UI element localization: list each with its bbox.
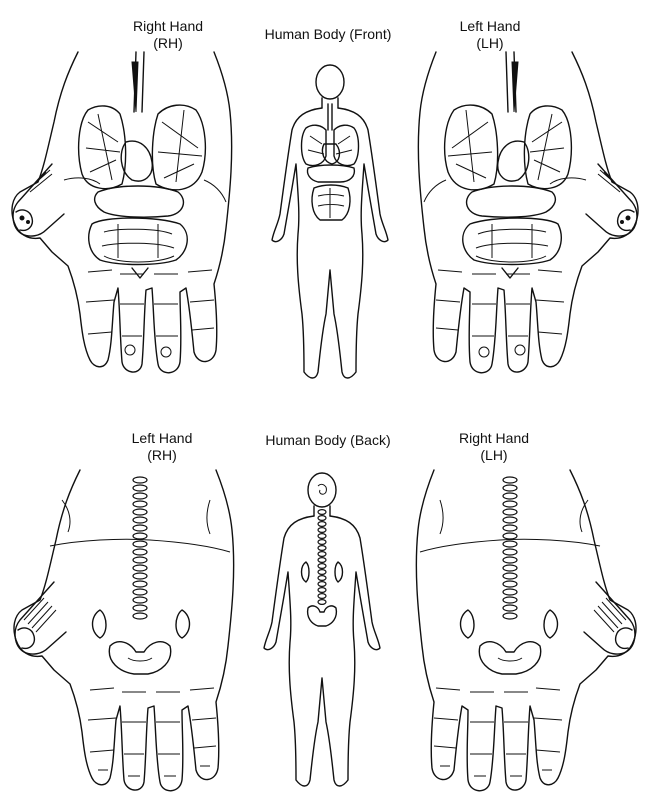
- human-body-front-figure: [271, 64, 389, 379]
- label-human-body-front: Human Body (Front): [248, 26, 408, 43]
- label-line-1: Left Hand: [459, 18, 521, 34]
- label-line-1: Right Hand: [458, 430, 530, 446]
- label-line-1: Human Body (Back): [265, 432, 391, 448]
- label-left-hand-back: Left Hand (RH): [112, 430, 212, 464]
- label-line-1: Left Hand: [131, 430, 193, 446]
- label-line-2: (LH): [476, 35, 504, 51]
- right-hand-front-diagram: [11, 51, 233, 374]
- label-line-2: (RH): [153, 35, 183, 51]
- right-hand-back-diagram: [415, 469, 637, 792]
- left-hand-front-diagram: [417, 51, 639, 374]
- label-line-1: Right Hand: [132, 18, 204, 34]
- label-human-body-back: Human Body (Back): [248, 432, 408, 449]
- label-line-2: (LH): [480, 447, 508, 463]
- label-left-hand-front: Left Hand (LH): [440, 18, 540, 52]
- label-line-1: Human Body (Front): [264, 26, 392, 42]
- human-body-back-figure: [263, 472, 381, 787]
- label-line-2: (RH): [147, 447, 177, 463]
- label-right-hand-back: Right Hand (LH): [444, 430, 544, 464]
- label-right-hand-front: Right Hand (RH): [118, 18, 218, 52]
- left-hand-back-diagram: [13, 469, 235, 792]
